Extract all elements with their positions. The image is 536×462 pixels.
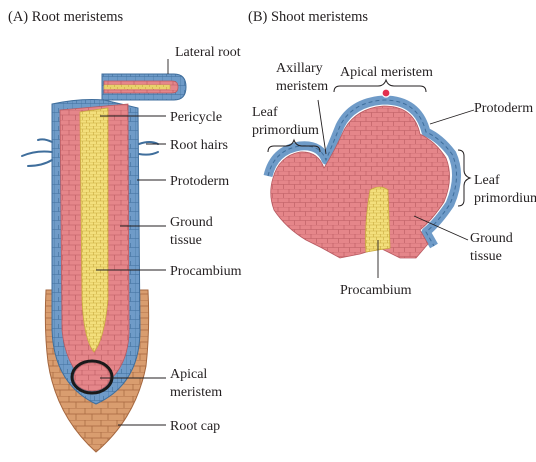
label-protoderm-root: Protoderm	[170, 174, 229, 189]
label-ground-tissue-shoot-line1: Ground	[470, 231, 513, 246]
label-protoderm-shoot: Protoderm	[474, 101, 533, 116]
shoot-illustration	[268, 89, 457, 258]
label-procambium-root: Procambium	[170, 264, 242, 279]
label-ground-tissue-shoot-line2: tissue	[470, 249, 502, 264]
label-pericycle: Pericycle	[170, 110, 222, 125]
root-apical-meristem	[72, 361, 112, 393]
label-root-cap: Root cap	[170, 419, 220, 434]
label-lateral-root: Lateral root	[175, 45, 241, 60]
label-apical-meristem-root-line1: Apical	[170, 367, 207, 382]
root-illustration	[22, 74, 186, 452]
label-axillary-meristem-line2: meristem	[276, 79, 328, 94]
label-leaf-primordium-right-line1: Leaf	[474, 173, 500, 188]
panel-a-labels: Lateral root Pericycle Root hairs Protod…	[170, 45, 242, 434]
label-ground-tissue-root-line1: Ground	[170, 215, 213, 230]
panel-a-title: (A) Root meristems	[8, 9, 124, 25]
label-leaf-primordium-left-line2: primordium	[252, 123, 319, 138]
pointer-dot	[382, 89, 390, 97]
label-leaf-primordium-left-line1: Leaf	[252, 105, 278, 120]
label-apical-meristem-root-line2: meristem	[170, 385, 222, 400]
label-leaf-primordium-right-line2: primordium	[474, 191, 536, 206]
label-procambium-shoot: Procambium	[340, 283, 412, 298]
root-procambium-tissue	[80, 108, 108, 352]
label-root-hairs: Root hairs	[170, 138, 228, 153]
label-ground-tissue-root-line2: tissue	[170, 233, 202, 248]
label-apical-meristem-shoot: Apical meristem	[340, 65, 433, 80]
lateral-root	[102, 74, 186, 100]
label-axillary-meristem-line1: Axillary	[276, 61, 323, 76]
panel-b-title: (B) Shoot meristems	[248, 9, 368, 25]
